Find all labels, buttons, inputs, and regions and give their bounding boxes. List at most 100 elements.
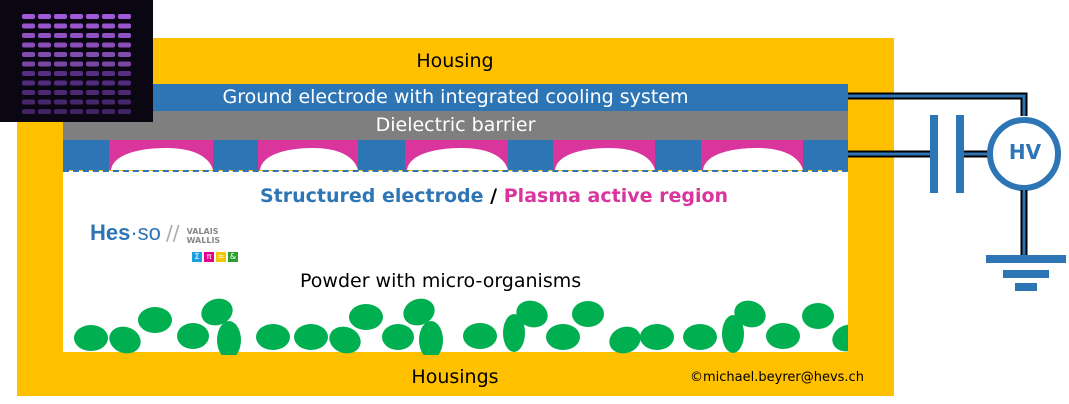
micro-organism-particle [109,326,141,354]
micro-organism-particle [403,298,435,326]
plasma-glow-cell [70,80,83,86]
plasma-glow-cell [22,71,35,76]
plasma-glow-cell [38,90,51,95]
micro-organism-particle [294,324,328,350]
micro-organism-particle [766,323,800,349]
plasma-glow-cell [102,99,115,105]
micro-organism-particle [256,324,290,350]
plasma-glow-cell [118,90,131,95]
plasma-glow-cell [70,90,83,95]
plasma-glow-cell [102,71,115,76]
plasma-glow-cell [70,33,83,38]
plasma-glow-cell [22,61,35,67]
plasma-glow-cell [22,23,35,29]
plasma-glow-cell [86,61,99,67]
plasma-glow-cell [22,80,35,86]
plasma-cells [109,140,803,170]
micro-organism-particle [802,303,834,329]
hv-source-icon [987,117,1061,191]
micro-organism-particle [546,324,580,350]
micro-organism-particle [177,323,209,349]
plasma-discharge [407,148,508,170]
wire-top [848,92,1028,116]
powder-label: Powder with micro-organisms [300,270,582,292]
micro-organism-particle [832,324,848,352]
plasma-glow-cell [118,42,131,48]
plasma-glow-cell [102,14,115,19]
micro-organism-particle [516,300,548,328]
micro-organism-particle [640,324,674,350]
micro-organism-particle [609,326,641,354]
plasma-glow-cell [118,61,131,67]
plasma-glow-cell [70,14,83,19]
region-label: Structured electrode / Plasma active reg… [260,185,728,207]
plasma-glow-cell [54,71,67,76]
plasma-glow-cell [54,99,67,105]
logo-name: Hes [90,220,131,245]
plasma-glow-cell [54,23,67,29]
micro-organism-particle [74,325,108,351]
plasma-glow-cell [54,80,67,86]
plasma-glow-cell [102,33,115,38]
plasma-glow-cell [22,42,35,48]
plasma-glow-cell [38,109,51,114]
plasma-glow-cell [38,42,51,48]
micro-organism-particle [349,304,383,330]
logo-suffix: ·so [130,220,161,245]
structured-electrode-label: Structured electrode [260,185,484,207]
plasma-discharge [703,148,803,170]
plasma-glow-cell [86,71,99,76]
plasma-glow-cell [102,52,115,57]
plasma-glow-cell [102,80,115,86]
micro-organism-particle [683,324,717,350]
plasma-glow-cell [86,90,99,95]
label-separator: / [490,185,498,207]
micro-organism-particle [382,324,414,350]
micro-organism-particle [201,298,233,326]
copyright-text: ©michael.beyrer@hevs.ch [690,370,864,385]
plasma-glow-cell [86,99,99,105]
plasma-glow-cell [22,99,35,105]
hv-label: HV [1008,140,1042,164]
plasma-glow-cell [22,14,35,19]
plasma-glow-cell [118,80,131,86]
circuit-diagram [848,92,1066,291]
dielectric-barrier: Dielectric barrier [63,111,848,140]
micro-organism-particle [734,300,766,328]
plasma-glow-cell [22,33,35,38]
plasma-glow-cell [70,109,83,114]
logo-symbol: ≈ [216,252,226,262]
logo-slashes: // [166,221,180,245]
plasma-glow-cell [70,42,83,48]
plasma-glow-cell [38,61,51,67]
plasma-glow-cell [86,109,99,114]
capacitor-plate-left [930,115,938,193]
micro-organism-particle [463,323,497,349]
plasma-glow-cell [54,14,67,19]
capacitor-plate-right [956,115,964,193]
plasma-glow-cell [54,33,67,38]
micro-organism-particle [572,301,604,327]
plasma-glow-cell [118,71,131,76]
plasma-glow-cell [86,80,99,86]
plasma-glow-cell [38,33,51,38]
plasma-glow-cell [22,109,35,114]
plasma-glow-cell [86,42,99,48]
plasma-glow-cell [38,52,51,57]
ground-icon [986,255,1066,291]
plasma-glow-cell [86,14,99,19]
plasma-glow-cell [70,99,83,105]
plasma-glow-cell [102,90,115,95]
plasma-glow-cell [118,14,131,19]
plasma-glow-cell [22,52,35,57]
logo-symbol: π [204,252,214,262]
plasma-glow-cell [54,42,67,48]
plasma-region-label: Plasma active region [503,185,729,207]
micro-organism-particle [503,314,525,352]
plasma-glow-cell [86,23,99,29]
plasma-glow-cell [70,61,83,67]
plasma-glow-cell [38,14,51,19]
